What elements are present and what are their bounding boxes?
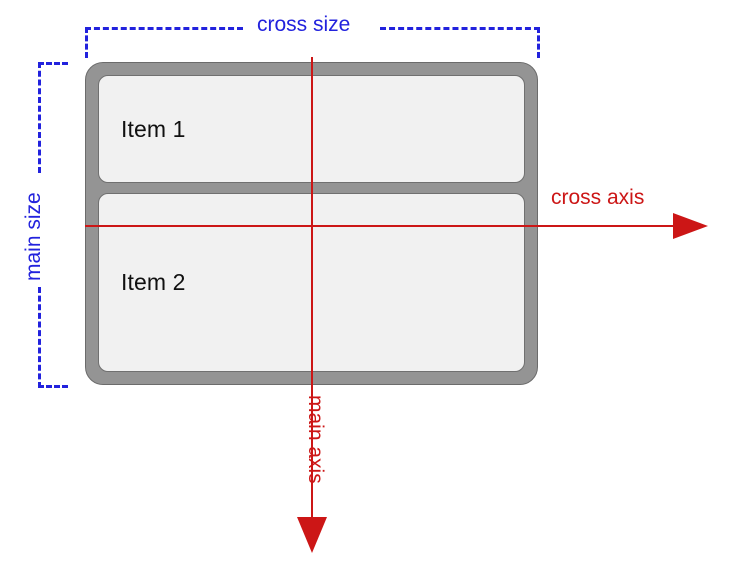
flex-item-1-label: Item 1 xyxy=(121,115,186,142)
cross-axis-line xyxy=(85,225,675,227)
main-size-bracket-top xyxy=(38,62,68,173)
cross-axis-label: cross axis xyxy=(551,186,645,209)
cross-axis-arrowhead-icon xyxy=(673,213,708,239)
cross-size-label: cross size xyxy=(257,13,351,36)
main-size-bracket-bottom xyxy=(38,287,68,388)
main-axis-line xyxy=(311,57,313,520)
main-axis-arrowhead-icon xyxy=(297,517,327,553)
main-axis-label: main axis xyxy=(304,395,327,484)
cross-size-bracket-left xyxy=(85,27,243,58)
main-size-label: main size xyxy=(22,192,45,281)
cross-size-bracket-right xyxy=(380,27,540,58)
flex-item-2-label: Item 2 xyxy=(121,269,186,295)
